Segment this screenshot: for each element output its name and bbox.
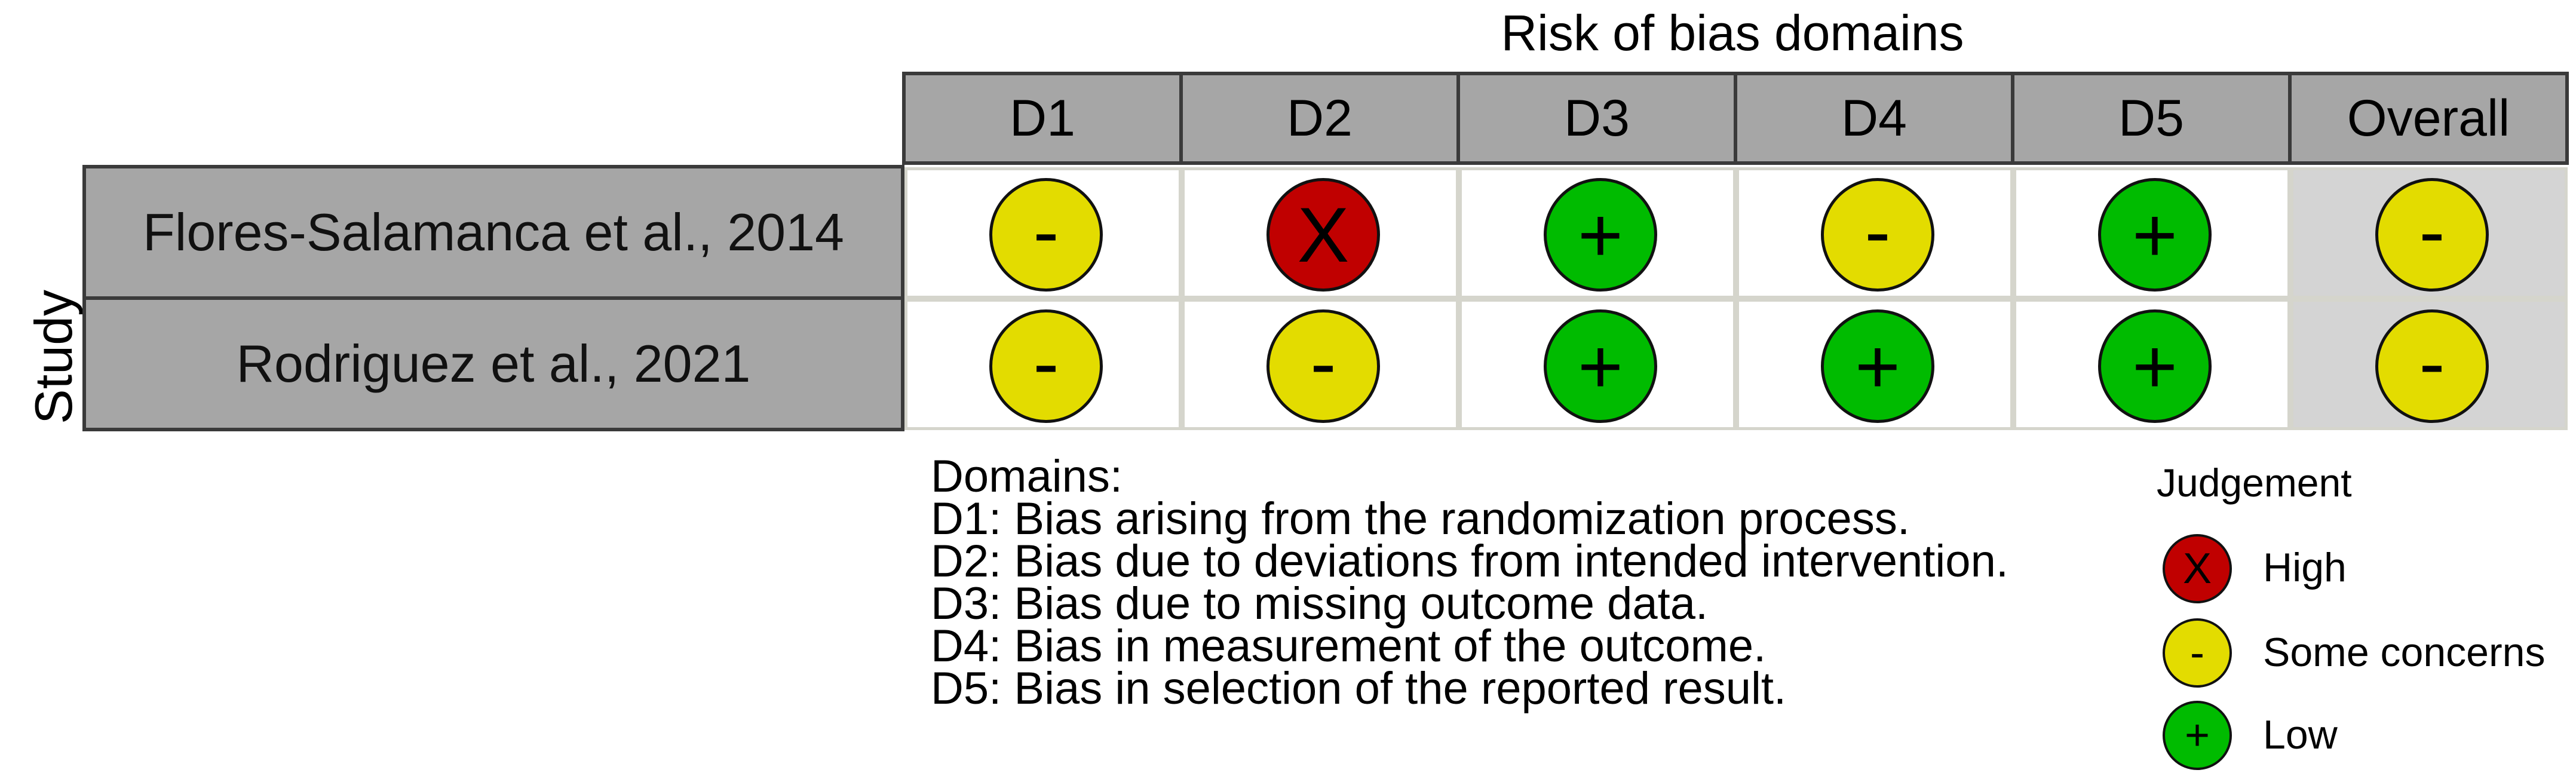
low-risk-icon: + bbox=[2098, 309, 2212, 423]
domains-description: Domains: D1: Bias arising from the rando… bbox=[931, 451, 2008, 714]
legend-high-symbol: X bbox=[2182, 545, 2212, 593]
judgement-symbol: - bbox=[1033, 319, 1059, 406]
judgement-cell-study1-d5: + bbox=[2013, 167, 2290, 299]
judgement-cell-study2-d4: + bbox=[1736, 299, 2013, 430]
judgement-cell-study2-d3: + bbox=[1459, 299, 1736, 430]
judgement-cell-study2-d1: - bbox=[904, 299, 1182, 430]
low-risk-icon: + bbox=[1544, 309, 1657, 423]
column-header-d1: D1 bbox=[902, 72, 1183, 165]
some-concerns-icon: - bbox=[989, 309, 1103, 423]
judgement-symbol: X bbox=[1297, 191, 1350, 278]
some-concerns-icon: - bbox=[2375, 309, 2489, 423]
some-concerns-icon: - bbox=[1266, 309, 1380, 423]
legend-some-concerns-symbol: - bbox=[2190, 629, 2204, 677]
judgement-symbol: + bbox=[1578, 323, 1623, 410]
column-header-overall: Overall bbox=[2288, 72, 2569, 165]
judgement-symbol: + bbox=[1855, 323, 1900, 410]
high-risk-icon: X bbox=[1266, 178, 1380, 292]
study-name-row-1: Flores-Salamanca et al., 2014 bbox=[82, 165, 904, 300]
judgement-cell-study2-d2: - bbox=[1182, 299, 1459, 430]
low-risk-icon: + bbox=[1544, 178, 1657, 292]
legend-high-icon: X bbox=[2163, 534, 2232, 603]
domain-description-d1: D1: Bias arising from the randomization … bbox=[931, 493, 1910, 544]
judgement-symbol: - bbox=[2419, 188, 2445, 275]
low-risk-icon: + bbox=[2098, 178, 2212, 292]
some-concerns-icon: - bbox=[989, 178, 1103, 292]
judgement-cell-study1-d2: X bbox=[1182, 167, 1459, 299]
judgement-symbol: - bbox=[1310, 319, 1336, 406]
legend-low-symbol: + bbox=[2184, 711, 2210, 759]
column-header-d5: D5 bbox=[2011, 72, 2292, 165]
judgement-symbol: + bbox=[1578, 191, 1623, 278]
domain-description-d4: D4: Bias in measurement of the outcome. bbox=[931, 621, 1767, 671]
judgement-cell-study1-d4: - bbox=[1736, 167, 2013, 299]
some-concerns-icon: - bbox=[1821, 178, 1934, 292]
judgement-cell-study1-d1: - bbox=[904, 167, 1182, 299]
judgement-symbol: - bbox=[2419, 319, 2445, 406]
judgement-cell-study1-overall: - bbox=[2290, 167, 2568, 299]
judgement-symbol: - bbox=[1864, 188, 1891, 275]
legend-low-icon: + bbox=[2163, 701, 2232, 770]
legend-title: Judgement bbox=[2157, 461, 2352, 505]
column-header-d2: D2 bbox=[1179, 72, 1460, 165]
judgement-symbol: + bbox=[2132, 323, 2178, 410]
judgement-cell-study2-overall: - bbox=[2290, 299, 2568, 430]
legend-low-label: Low bbox=[2263, 712, 2338, 757]
legend-some-concerns-label: Some concerns bbox=[2263, 630, 2546, 675]
legend-high-label: High bbox=[2263, 545, 2347, 590]
judgement-cell-study1-d3: + bbox=[1459, 167, 1736, 299]
legend-some-concerns-icon: - bbox=[2163, 618, 2232, 688]
figure-title: Risk of bias domains bbox=[1501, 5, 1964, 61]
study-axis-label: Study bbox=[24, 289, 83, 424]
judgement-symbol: - bbox=[1033, 188, 1059, 275]
domain-description-d2: D2: Bias due to deviations from intended… bbox=[931, 536, 2008, 587]
column-header-d4: D4 bbox=[1734, 72, 2014, 165]
low-risk-icon: + bbox=[1821, 309, 1934, 423]
domains-title: Domains: bbox=[931, 451, 1123, 502]
column-header-d3: D3 bbox=[1456, 72, 1737, 165]
domain-description-d5: D5: Bias in selection of the reported re… bbox=[931, 663, 1787, 714]
study-name-row-2: Rodriguez et al., 2021 bbox=[82, 296, 904, 431]
judgement-symbol: + bbox=[2132, 191, 2178, 278]
domain-description-d3: D3: Bias due to missing outcome data. bbox=[931, 578, 1709, 629]
judgement-cell-study2-d5: + bbox=[2013, 299, 2290, 430]
some-concerns-icon: - bbox=[2375, 178, 2489, 292]
